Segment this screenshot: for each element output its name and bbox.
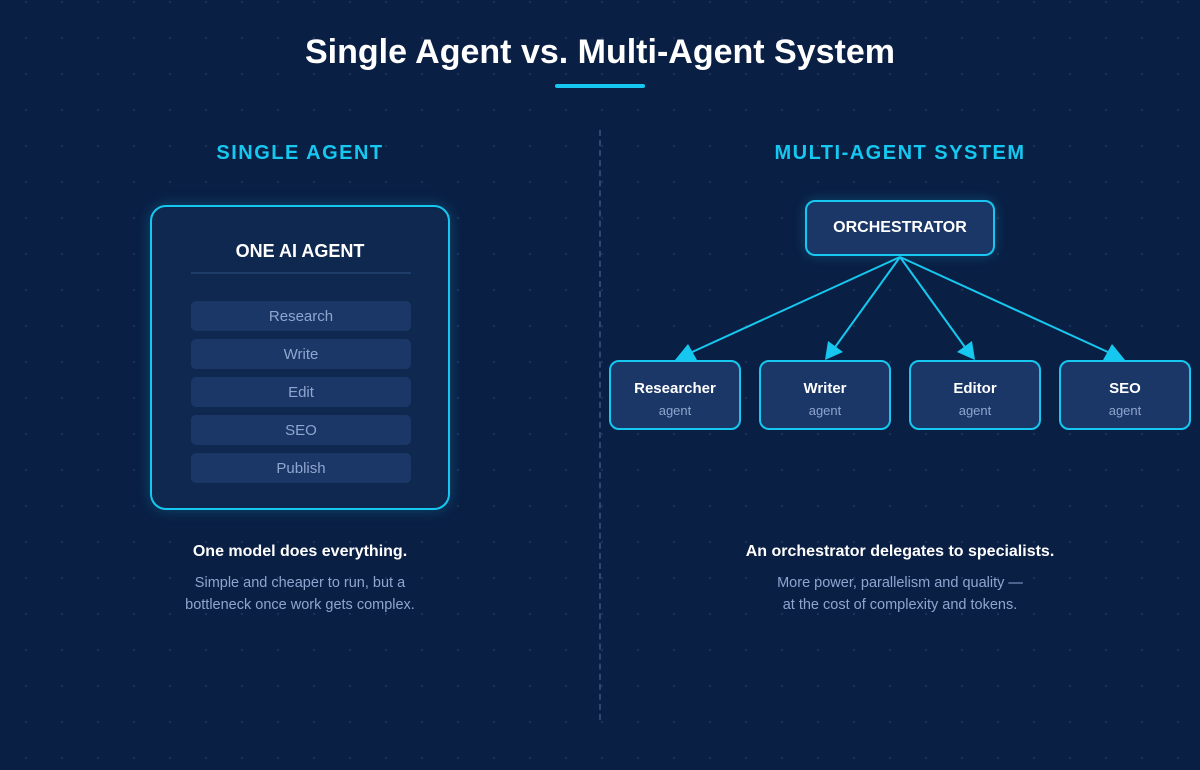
single-agent-box: ONE AI AGENT Research Write Edit SEO Pub…	[150, 205, 450, 510]
seo-agent-node: SEO agent	[1059, 360, 1191, 430]
center-divider	[599, 130, 601, 720]
single-agent-caption: One model does everything. Simple and ch…	[0, 543, 600, 616]
arrow-to-writer	[832, 256, 901, 351]
arrowhead-researcher	[675, 344, 697, 360]
multi-caption-line-2: at the cost of complexity and tokens.	[782, 597, 1018, 613]
arrow-to-editor	[899, 256, 968, 351]
single-caption-headline: One model does everything.	[192, 543, 408, 560]
agent-type: agent	[808, 403, 842, 418]
arrowhead-seo	[1103, 344, 1125, 360]
single-caption-line-1: Simple and cheaper to run, but a	[194, 575, 406, 591]
editor-agent-node: Editor agent	[909, 360, 1041, 430]
agent-name: Researcher	[634, 380, 716, 397]
page-title: Single Agent vs. Multi-Agent System	[304, 33, 896, 71]
task-write: Write	[191, 339, 411, 369]
arrow-to-researcher	[689, 256, 901, 354]
arrowhead-writer	[825, 341, 843, 360]
task-seo: SEO	[191, 415, 411, 445]
agent-box-title: ONE AI AGENT	[235, 241, 365, 261]
agent-name: SEO	[1109, 380, 1141, 397]
agent-type: agent	[1108, 403, 1142, 418]
task-list: Research Write Edit SEO Publish	[191, 301, 411, 491]
agent-type: agent	[958, 403, 992, 418]
multi-agent-heading: MULTI-AGENT SYSTEM	[774, 142, 1026, 164]
arrowhead-editor	[957, 341, 975, 360]
agent-box-separator	[191, 272, 411, 274]
task-edit: Edit	[191, 377, 411, 407]
multi-agent-caption: An orchestrator delegates to specialists…	[600, 543, 1200, 616]
agent-type: agent	[658, 403, 692, 418]
multi-caption-line-1: More power, parallelism and quality —	[777, 575, 1023, 591]
single-agent-heading: SINGLE AGENT	[216, 142, 384, 164]
single-caption-line-2: bottleneck once work gets complex.	[185, 597, 415, 613]
task-publish: Publish	[191, 453, 411, 483]
orchestrator-node: ORCHESTRATOR	[805, 200, 995, 256]
multi-caption-headline: An orchestrator delegates to specialists…	[745, 543, 1055, 560]
arrow-to-seo	[899, 256, 1111, 354]
writer-agent-node: Writer agent	[759, 360, 891, 430]
agent-name: Writer	[803, 380, 847, 397]
task-research: Research	[191, 301, 411, 331]
researcher-agent-node: Researcher agent	[609, 360, 741, 430]
agent-name: Editor	[953, 380, 997, 397]
title-underline	[555, 84, 645, 88]
